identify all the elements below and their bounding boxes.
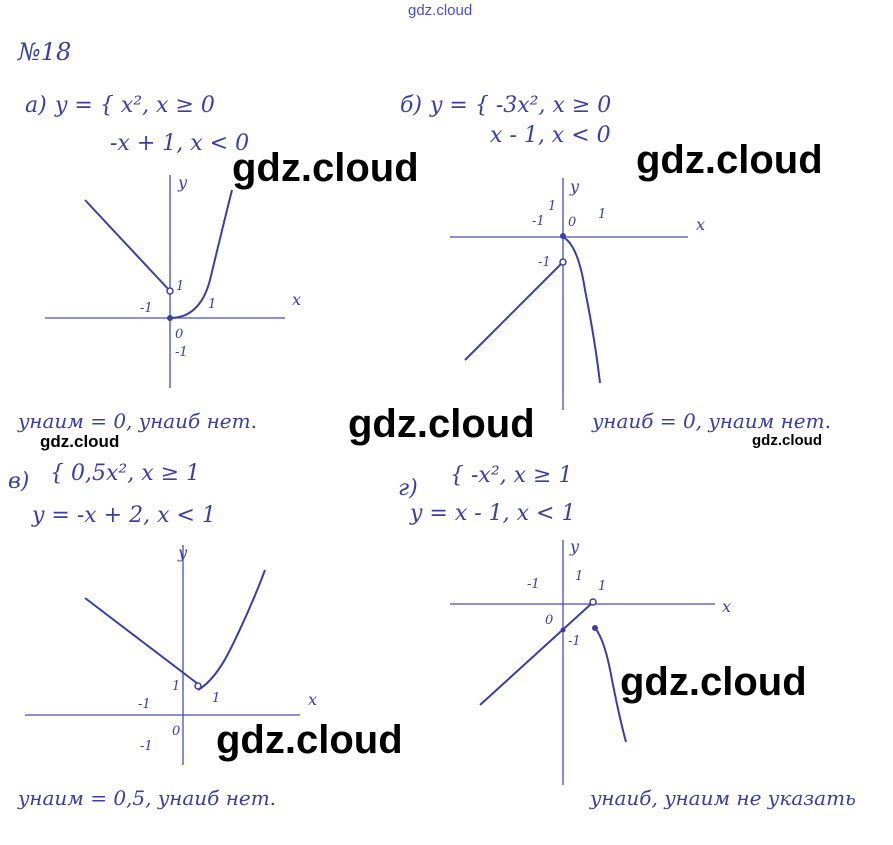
part-b-answer: yнаиб = 0, yнаим нет. [591,409,831,433]
tick-label: 0 [175,327,183,342]
part-c-line2: y = -x + 2, x < 1 [31,503,216,528]
parabola [594,627,627,743]
open-point [589,598,597,606]
part-d-line1: { -x², x ≥ 1 [450,463,572,488]
watermark: gdz.cloud [636,138,823,182]
tick-label: 1 [575,569,583,584]
point [560,627,566,633]
watermark: gdz.cloud [348,402,535,446]
part-d-label: г) [398,476,418,501]
open-point [166,287,174,295]
watermark: gdz.cloud [752,432,822,449]
part-c-line1: { 0,5x², x ≥ 1 [50,461,200,486]
x-label: x [292,290,301,309]
x-label: x [308,690,317,709]
closed-point [167,315,173,321]
graph-c: x y -1 1 1 0 -1 [25,543,317,765]
part-b-label: б) [400,93,422,118]
y-label: y [177,543,188,562]
line-segment [84,199,171,292]
x-label: x [722,597,731,616]
y-label: y [569,177,580,196]
line-segment [84,597,199,685]
tick-label: 0 [568,215,576,230]
tick-label: 0 [545,613,553,628]
y-label: y [569,537,580,556]
tick-label: -1 [532,214,545,229]
part-a-line1: y = { x², x ≥ 0 [54,93,215,118]
part-b-line1: y = { -3x², x ≥ 0 [429,93,611,118]
part-a-label: а) [25,93,47,118]
tick-label: 1 [548,199,556,214]
line-segment [479,603,592,706]
tick-label: 1 [598,579,606,594]
line-segment [464,261,564,361]
tick-label: -1 [568,634,581,649]
tick-label: 1 [598,207,606,222]
tick-label: 0 [172,724,180,739]
closed-point [560,233,566,239]
part-b-line2: x - 1, x < 0 [490,123,611,148]
y-label: y [177,173,188,192]
tick-label: 1 [208,297,216,312]
x-label: x [696,215,705,234]
part-d-line2: y = x - 1, x < 1 [409,501,575,526]
part-a-answer: yнаим = 0, yнаиб нет. [17,409,257,433]
parabola [562,236,601,384]
watermark: gdz.cloud [216,718,403,762]
parabola [197,569,266,691]
tick-label: 1 [172,679,180,694]
open-point [559,258,567,266]
problem-number: №18 [17,38,71,66]
open-point [194,682,202,690]
tick-label: 1 [212,691,220,706]
graph-a: x y 1 -1 1 0 -1 [45,173,301,388]
tick-label: -1 [527,577,540,592]
closed-point [592,625,598,631]
tick-label: -1 [140,739,153,754]
part-d-answer: yнаиб, yнаим не указать [589,786,856,810]
tick-label: -1 [140,301,153,316]
tick-label: -1 [538,255,551,270]
site-link[interactable]: gdz.cloud [408,2,473,19]
part-a-line2: -x + 1, x < 0 [110,131,249,156]
parabola [169,189,233,319]
tick-label: -1 [138,697,151,712]
watermark: gdz.cloud [232,146,419,190]
tick-label: -1 [175,345,188,360]
graph-d: x y -1 1 1 0 -1 [450,537,731,785]
part-c-answer: yнаим = 0,5, yнаиб нет. [17,786,276,810]
part-c-label: в) [8,469,29,494]
watermark: gdz.cloud [620,660,807,704]
graph-b: x y 1 -1 0 1 -1 [450,177,705,410]
tick-label: 1 [176,279,184,294]
watermark: gdz.cloud [40,432,120,451]
